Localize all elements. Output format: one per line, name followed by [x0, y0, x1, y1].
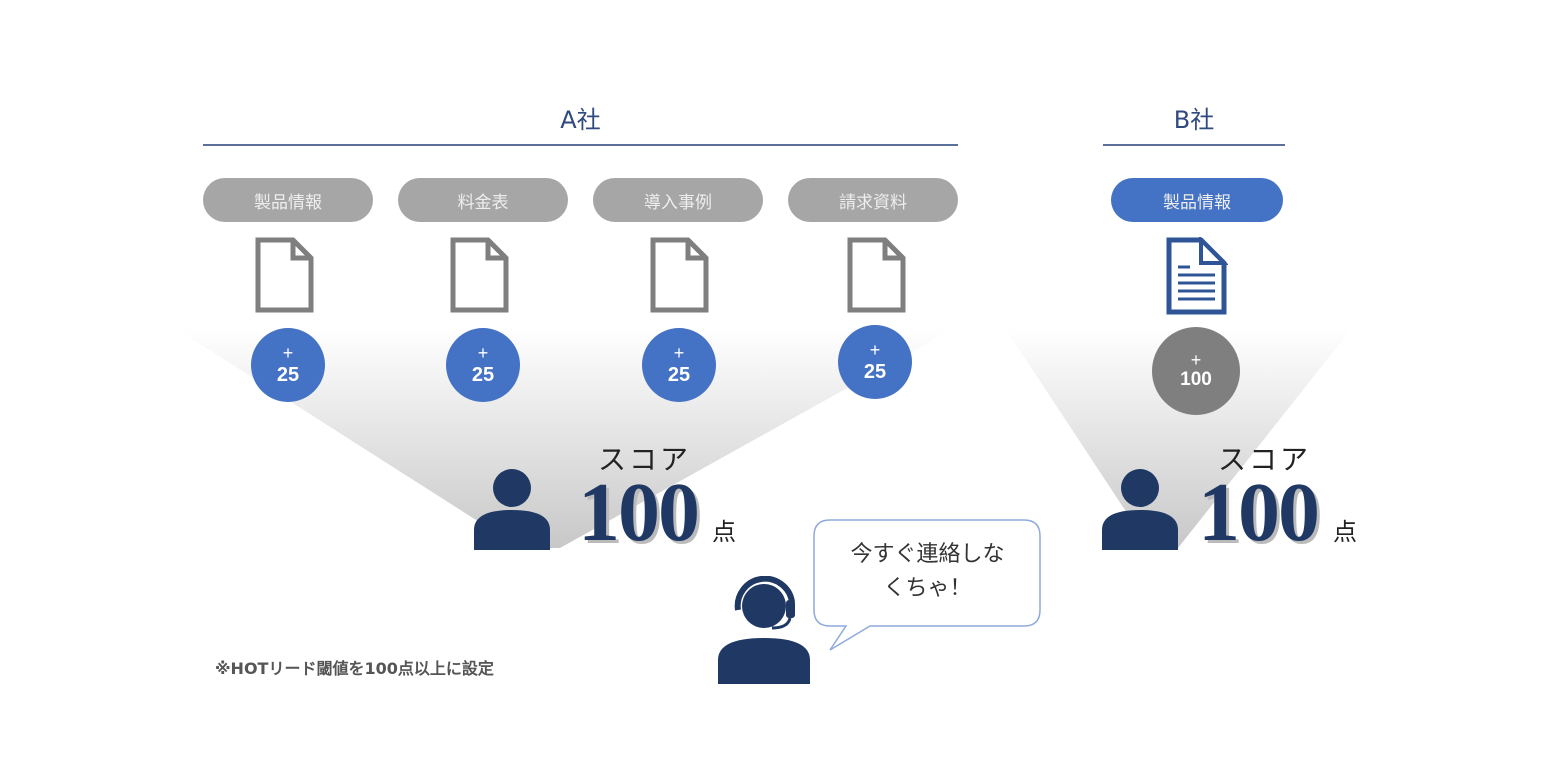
content-tag-product-info-b: 製品情報 [1111, 178, 1283, 222]
headset-operator-icon [718, 576, 810, 684]
speech-line-1: 今すぐ連絡しな [850, 542, 1005, 567]
person-icon [474, 469, 550, 550]
score-badge: +25 [446, 328, 520, 402]
company-a-title: A社 [560, 106, 601, 134]
content-tag-case-studies: 導入事例 [593, 178, 763, 222]
funnel-a [175, 328, 955, 548]
person-icon [1102, 469, 1178, 550]
threshold-note: ※HOTリード閾値を100点以上に設定 [215, 659, 494, 678]
company-a-divider [203, 144, 958, 146]
content-tag-request-docs: 請求資料 [788, 178, 958, 222]
score-label: スコア [598, 443, 692, 476]
speech-bubble [813, 519, 1041, 651]
score-badge: +100 [1152, 327, 1240, 415]
score-value: 100 [1198, 466, 1320, 559]
document-icon [650, 237, 709, 313]
score-badge: +25 [838, 325, 912, 399]
document-icon [255, 237, 314, 313]
score-label: スコア [1218, 443, 1312, 476]
funnel-b [1005, 328, 1352, 548]
score-badge: +25 [642, 328, 716, 402]
score-unit: 点 [712, 518, 736, 546]
speech-line-2: くちゃ！ [883, 576, 972, 601]
speech-bubble-text: 今すぐ連絡しな くちゃ！ [815, 538, 1040, 606]
document-icon [847, 237, 906, 313]
document-text-icon [1166, 237, 1228, 315]
score-badge: +25 [251, 328, 325, 402]
score-unit: 点 [1333, 518, 1357, 546]
company-b-divider [1103, 144, 1285, 146]
content-tag-pricing: 料金表 [398, 178, 568, 222]
content-tag-product-info: 製品情報 [203, 178, 373, 222]
company-b-title: B社 [1173, 106, 1215, 134]
document-icon [450, 237, 509, 313]
score-value: 100 [578, 466, 700, 559]
